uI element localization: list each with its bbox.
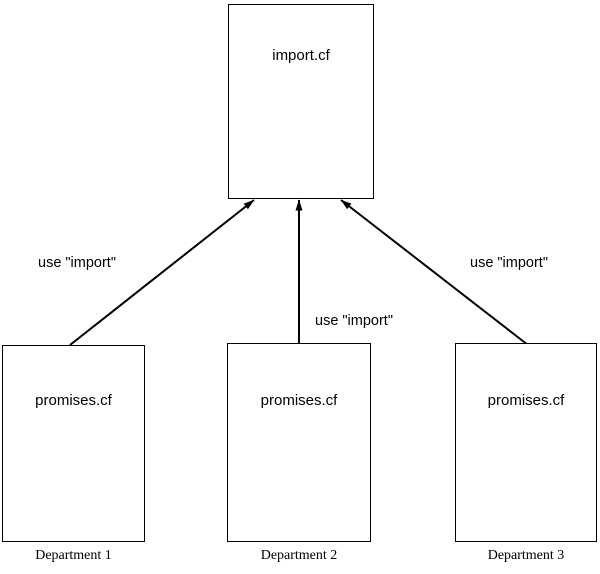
node-promises-cf-department-1-label: promises.cf <box>35 392 112 409</box>
node-promises-cf-department-3: promises.cf <box>455 343 597 542</box>
edge-line-department-3 <box>340 199 529 346</box>
node-promises-cf-department-3-label: promises.cf <box>487 392 565 409</box>
node-promises-cf-department-2-label: promises.cf <box>260 392 338 409</box>
caption-department-3: Department 3 <box>487 548 565 563</box>
edge-label-department-2: use "import" <box>313 313 395 329</box>
edge-label-department-3: use "import" <box>468 255 550 271</box>
node-import-cf: import.cf <box>228 4 374 199</box>
node-promises-cf-department-1: promises.cf <box>2 345 145 542</box>
caption-department-2: Department 2 <box>260 548 338 563</box>
edge-label-department-1: use "import" <box>36 255 118 271</box>
node-promises-cf-department-2: promises.cf <box>227 343 371 542</box>
caption-department-1: Department 1 <box>35 548 112 563</box>
edge-line-department-1 <box>69 199 255 346</box>
node-import-cf-label: import.cf <box>272 47 330 64</box>
